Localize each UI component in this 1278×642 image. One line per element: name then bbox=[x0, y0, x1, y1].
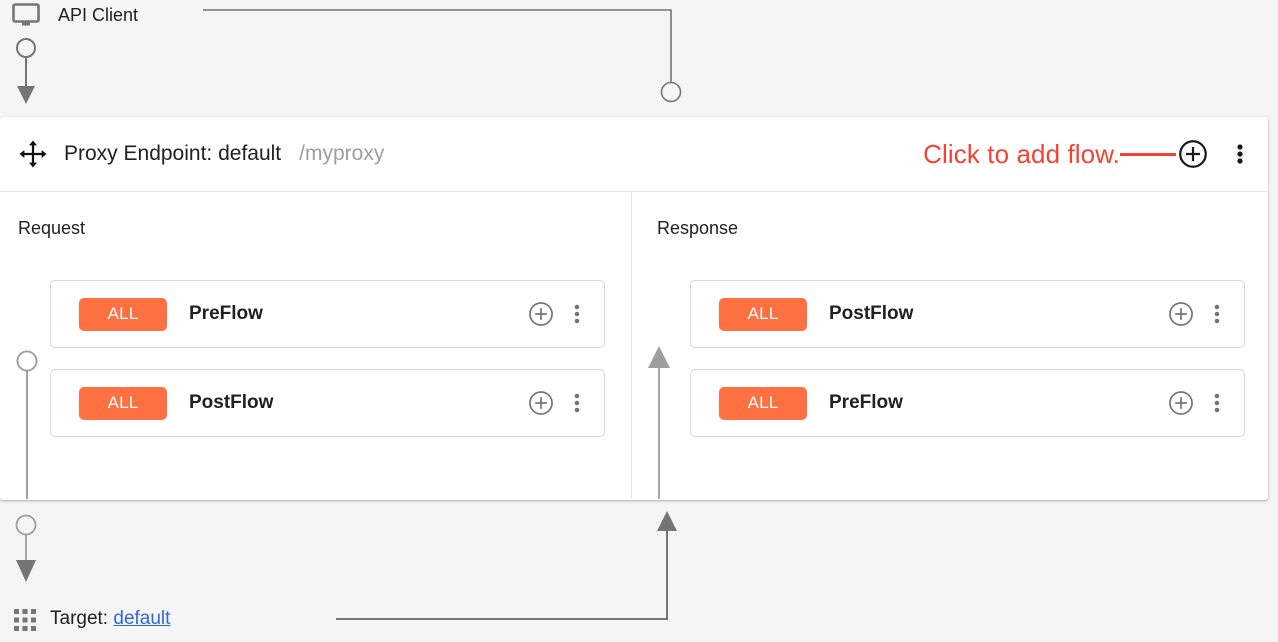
flow-name: PostFlow bbox=[189, 392, 274, 413]
add-flow-button[interactable] bbox=[1178, 139, 1208, 169]
target-label: Target: bbox=[50, 608, 109, 629]
client-inbound-connector bbox=[16, 38, 36, 104]
request-column-title: Request bbox=[18, 218, 86, 238]
flow-name: PreFlow bbox=[189, 303, 263, 324]
flow-overflow-menu-button[interactable] bbox=[567, 301, 587, 327]
proxy-endpoint-panel: Proxy Endpoint: default /myproxy Click t… bbox=[0, 117, 1268, 500]
flow-overflow-menu-button[interactable] bbox=[1207, 390, 1227, 416]
add-step-button[interactable] bbox=[528, 301, 554, 327]
response-column-title: Response bbox=[657, 218, 739, 238]
target-endpoint-link[interactable]: default bbox=[113, 608, 171, 629]
flow-name: PreFlow bbox=[829, 392, 903, 413]
proxy-endpoint-header: Proxy Endpoint: default /myproxy Click t… bbox=[0, 117, 1268, 192]
response-flow-list: ALL PostFlow bbox=[690, 280, 1245, 437]
proxy-endpoint-path: /myproxy bbox=[299, 142, 385, 165]
header-actions: Click to add flow. bbox=[923, 117, 1268, 191]
monitor-icon bbox=[12, 3, 40, 26]
move-icon[interactable] bbox=[18, 139, 48, 169]
annotation-pointer-line bbox=[1120, 152, 1176, 156]
api-client-row: API Client bbox=[0, 0, 1278, 117]
client-response-connector bbox=[203, 9, 682, 103]
target-response-connector bbox=[336, 511, 677, 620]
request-column: Request ALL PreFlow bbox=[0, 192, 631, 499]
apps-grid-icon bbox=[14, 609, 36, 631]
add-step-button[interactable] bbox=[1168, 390, 1194, 416]
click-to-add-flow-annotation: Click to add flow. bbox=[923, 138, 1120, 169]
flow-condition-badge: ALL bbox=[79, 386, 167, 420]
target-label-group: Target: default bbox=[50, 608, 170, 630]
response-flow-arrow bbox=[648, 346, 670, 499]
add-step-button[interactable] bbox=[528, 390, 554, 416]
flow-row[interactable]: ALL PreFlow bbox=[50, 280, 605, 348]
request-flow-list: ALL PreFlow bbox=[50, 280, 605, 437]
flow-overflow-menu-button[interactable] bbox=[567, 390, 587, 416]
flow-name: PostFlow bbox=[829, 303, 914, 324]
add-step-button[interactable] bbox=[1168, 301, 1194, 327]
flow-row-actions bbox=[1168, 301, 1244, 327]
flow-condition-badge: ALL bbox=[719, 297, 807, 331]
flow-row[interactable]: ALL PreFlow bbox=[690, 369, 1245, 437]
flow-row-actions bbox=[1168, 390, 1244, 416]
proxy-endpoint-title: Proxy Endpoint: default bbox=[64, 142, 282, 165]
api-client-label: API Client bbox=[58, 5, 139, 25]
flow-condition-badge: ALL bbox=[719, 386, 807, 420]
endpoint-overflow-menu-button[interactable] bbox=[1228, 139, 1252, 169]
flow-overflow-menu-button[interactable] bbox=[1207, 301, 1227, 327]
flow-row-actions bbox=[528, 301, 604, 327]
target-row bbox=[0, 500, 1278, 642]
flow-row[interactable]: ALL PostFlow bbox=[690, 280, 1245, 348]
flow-row-actions bbox=[528, 390, 604, 416]
response-column: Response ALL PostFlow bbox=[631, 192, 1268, 499]
target-outbound-connector bbox=[15, 514, 37, 582]
flows-body: Request ALL PreFlow bbox=[0, 192, 1268, 499]
flow-row[interactable]: ALL PostFlow bbox=[50, 369, 605, 437]
flow-condition-badge: ALL bbox=[79, 297, 167, 331]
request-flow-arrow-visible bbox=[16, 350, 38, 499]
